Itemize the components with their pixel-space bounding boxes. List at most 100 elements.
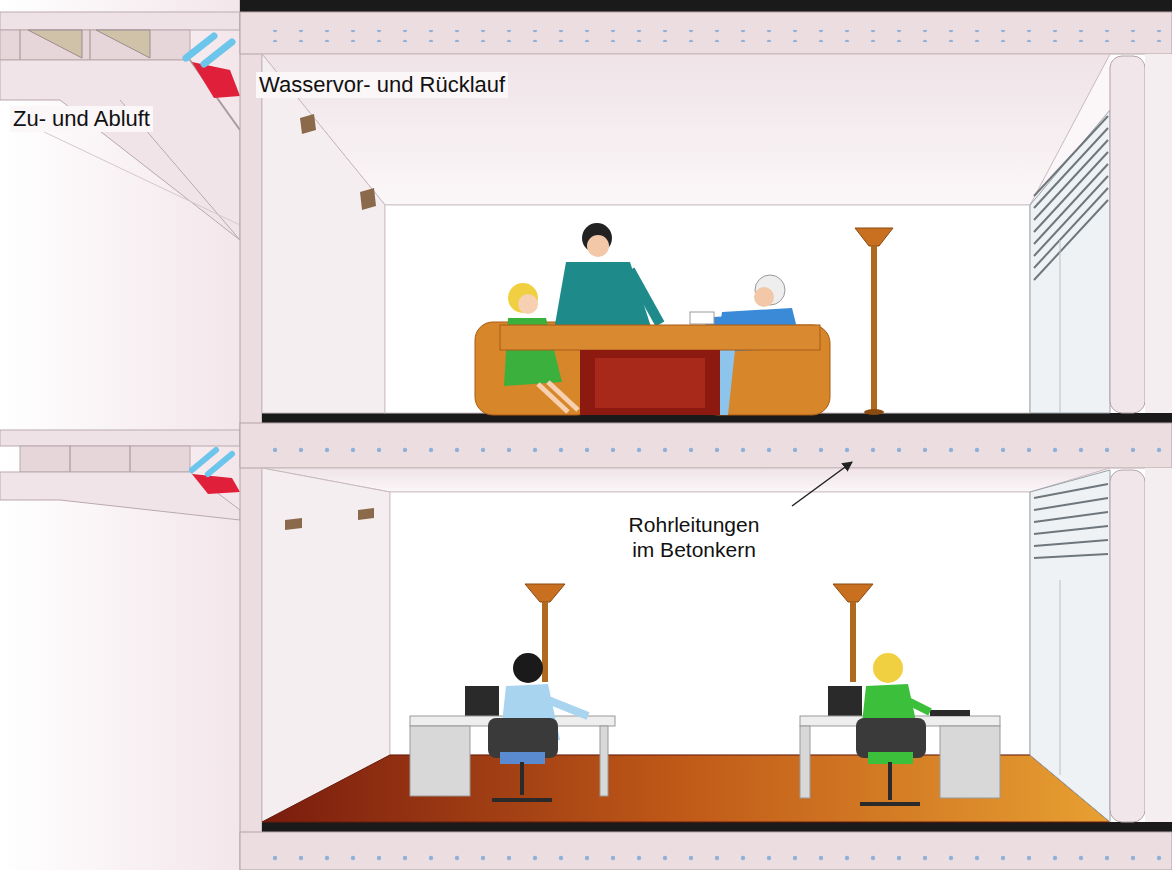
- lower-room-part: [1030, 470, 1110, 822]
- callout-label: Zu- und Abluft: [10, 106, 153, 132]
- exterior-ducts-part: [0, 12, 240, 30]
- lower-room-part: [860, 802, 920, 806]
- upper-room-part: [518, 294, 538, 314]
- lower-room: [262, 468, 1172, 822]
- upper-room-part: [864, 409, 884, 415]
- upper-room-part: [754, 287, 774, 307]
- upper-room-part: [360, 188, 376, 210]
- upper-room-part: [1110, 56, 1145, 413]
- upper-room-part: [630, 270, 660, 324]
- exterior-ducts-part: [190, 60, 240, 130]
- callout-label: Rohrleitungen im Betonkern: [616, 512, 772, 562]
- lower-room-part: [410, 726, 470, 796]
- exterior-ducts-part: [70, 446, 71, 472]
- slabs-part: [240, 12, 1172, 54]
- exterior-ducts-part: [40, 130, 240, 225]
- upper-room-part: [871, 246, 877, 411]
- upper-room-part: [1145, 54, 1172, 413]
- exterior-ducts: [0, 0, 240, 870]
- upper-room-part: [1034, 164, 1108, 244]
- lower-room-part: [262, 468, 1110, 822]
- lower-room-part: [800, 726, 810, 798]
- lower-room-part: [285, 518, 302, 530]
- lower-room-part: [1110, 470, 1145, 822]
- slabs-part: [240, 0, 1172, 12]
- upper-room-part: [554, 262, 652, 330]
- slabs-part: [262, 440, 1172, 452]
- upper-room-part: [1034, 152, 1108, 232]
- lower-room-part: [465, 686, 499, 716]
- lower-room-part: [1034, 540, 1108, 546]
- lower-room-part: [1034, 512, 1108, 522]
- callout-label: Wasservor- und Rücklauf: [256, 72, 508, 98]
- upper-room-part: [500, 325, 820, 350]
- exterior-ducts-part: [20, 30, 21, 60]
- lower-room-part: [906, 700, 930, 712]
- upper-room-part: [690, 312, 714, 324]
- exterior-ducts-part: [0, 60, 240, 240]
- upper-room-part: [300, 114, 316, 134]
- slabs-part: [240, 832, 1172, 870]
- slabs-part: [262, 850, 1172, 862]
- lower-room-part: [828, 686, 862, 716]
- lower-room-part: [358, 508, 374, 520]
- upper-room-part: [580, 350, 720, 415]
- exterior-ducts-part: [96, 30, 150, 58]
- lower-room-part: [548, 700, 588, 716]
- exterior-ducts-part: [186, 36, 214, 58]
- lower-room-part: [850, 602, 856, 682]
- upper-room-part: [855, 228, 893, 246]
- upper-room-part: [262, 54, 1110, 413]
- upper-room-part: [1034, 188, 1108, 268]
- lower-room-part: [542, 602, 548, 682]
- exterior-ducts-part: [28, 30, 82, 58]
- lower-room-part: [1034, 498, 1108, 510]
- lower-room-part: [600, 726, 608, 796]
- upper-room-part: [595, 358, 705, 408]
- lower-room-part: [873, 653, 903, 683]
- exterior-ducts-part: [0, 472, 240, 520]
- lower-room-part: [390, 492, 1030, 755]
- exterior-ducts-part: [20, 446, 190, 472]
- lower-room-part: [940, 726, 1000, 798]
- upper-room-part: [262, 54, 385, 413]
- exterior-ducts-part: [192, 62, 240, 98]
- upper-room-part: [538, 384, 568, 412]
- exterior-ducts-part: [0, 30, 190, 60]
- slabs: [240, 0, 1172, 870]
- exterior-ducts-part: [204, 42, 232, 64]
- lower-room-part: [1034, 526, 1108, 534]
- slabs-part: [262, 30, 1172, 42]
- lower-room-part: [525, 584, 565, 602]
- lower-room-part: [833, 584, 873, 602]
- exterior-ducts-part: [130, 446, 131, 472]
- exterior-ducts-part: [90, 30, 91, 60]
- lower-room-part: [262, 468, 1110, 492]
- slabs-part: [240, 423, 1172, 468]
- lower-room-part: [1145, 468, 1172, 822]
- upper-room-part: [1030, 110, 1110, 413]
- exterior-ducts-part: [208, 454, 232, 474]
- lower-room-part: [1060, 580, 1061, 775]
- exterior-ducts-part: [192, 474, 240, 494]
- upper-room-part: [1034, 116, 1108, 196]
- slabs-part: [262, 822, 1172, 832]
- upper-room-part: [508, 283, 538, 313]
- lower-room-part: [513, 653, 543, 683]
- lower-room-part: [1034, 554, 1108, 558]
- lower-room-part: [520, 762, 524, 795]
- lower-room-part: [1034, 484, 1108, 498]
- upper-room-part: [1060, 240, 1061, 413]
- upper-room-part: [1034, 176, 1108, 256]
- upper-room-part: [1034, 128, 1108, 208]
- exterior-ducts-part: [0, 430, 240, 446]
- lower-room-part: [930, 710, 970, 716]
- upper-room-part: [1034, 200, 1108, 280]
- exterior-ducts-part: [0, 0, 240, 870]
- upper-room-part: [1034, 140, 1108, 220]
- upper-room-part: [587, 235, 609, 257]
- lower-room-part: [888, 762, 892, 800]
